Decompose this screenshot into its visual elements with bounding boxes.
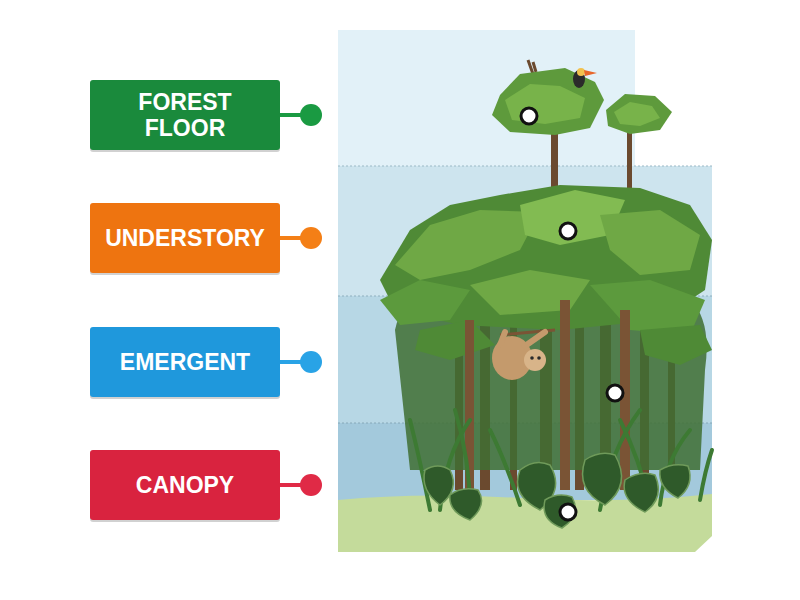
label-connector-dot [300,474,322,496]
label-box: EMERGENT [90,327,280,397]
label-text: FOREST FLOOR [98,89,272,142]
label-connector-stub [278,360,302,364]
label-connector-stub [278,236,302,240]
label-text: UNDERSTORY [105,225,265,251]
label-connector-dot [300,227,322,249]
label-connector-dot [300,104,322,126]
label-box: FOREST FLOOR [90,80,280,150]
label-connector-stub [278,483,302,487]
label-connector-stub [278,113,302,117]
label-connector-dot [300,351,322,373]
label-text: CANOPY [136,472,234,498]
label-text: EMERGENT [120,349,250,375]
label-box: UNDERSTORY [90,203,280,273]
label-box: CANOPY [90,450,280,520]
